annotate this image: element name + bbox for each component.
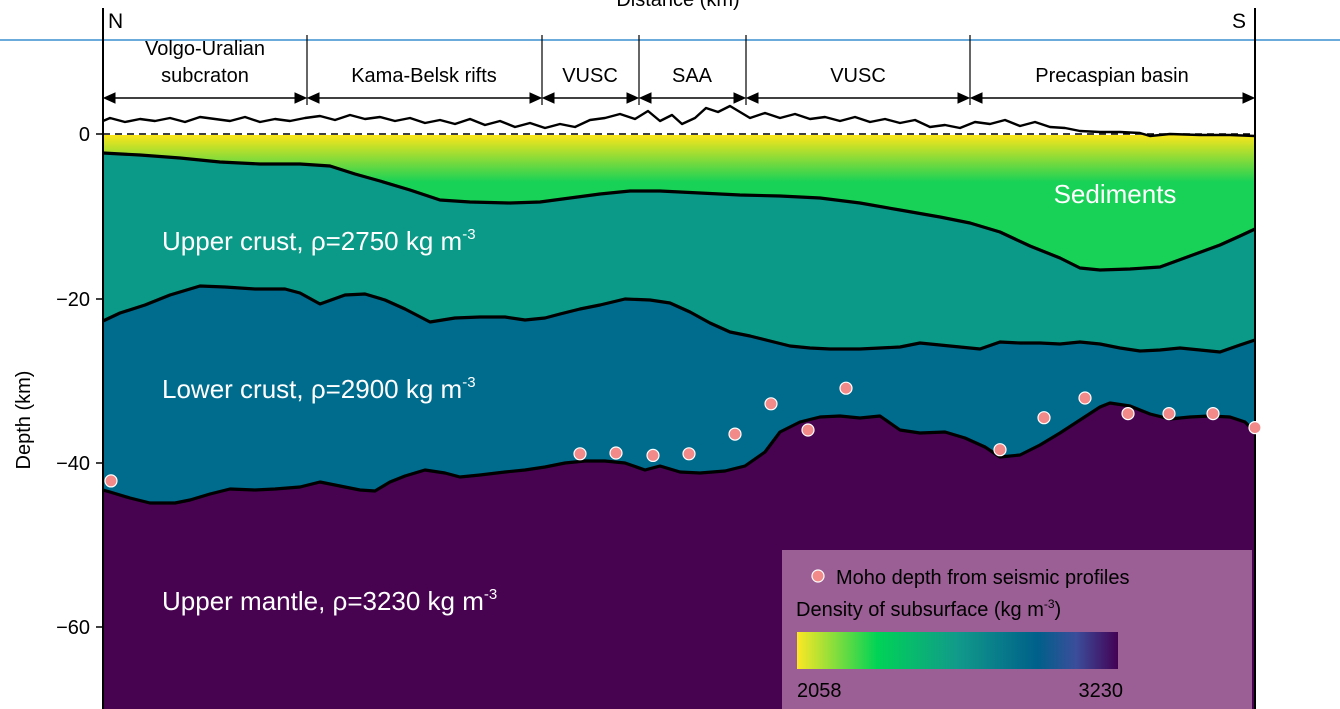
moho-seismic-point [728, 427, 742, 441]
region-label-kama-belsk: Kama-Belsk rifts [351, 65, 497, 87]
moho-seismic-point [682, 447, 696, 461]
region-brackets [102, 35, 1256, 105]
region-label-volgo-uralian-line2: subcraton [161, 65, 249, 87]
moho-seismic-point [839, 381, 853, 395]
arrowhead-left [306, 92, 320, 104]
legend-box [782, 550, 1252, 709]
colorbar-title-sup: -3 [1044, 597, 1055, 611]
lower-crust-label-sup: -3 [462, 374, 475, 391]
upper-mantle-label: Upper mantle, ρ=3230 kg m-3 [162, 586, 497, 616]
arrowhead-right [626, 92, 640, 104]
layer-boundaries [102, 151, 1257, 505]
y-axis: 0 −20 −40 −60 Depth (km) [13, 124, 103, 639]
lower-crust-label-text: Lower crust, ρ=2900 kg m [162, 374, 462, 404]
arrowhead-right [733, 92, 747, 104]
moho-seismic-point [1162, 407, 1176, 421]
y-axis-label: Depth (km) [13, 371, 35, 470]
moho-seismic-point [1206, 407, 1220, 421]
moho-seismic-point [1037, 411, 1051, 425]
y-tick-label: −20 [56, 289, 90, 311]
moho-seismic-point [646, 448, 660, 462]
arrowhead-right [294, 92, 308, 104]
legend-marker-label: Moho depth from seismic profiles [836, 567, 1129, 589]
topography-line [102, 104, 1256, 138]
colorbar-min-label: 2058 [797, 680, 842, 702]
sediments-label: Sediments [1054, 179, 1177, 209]
sediments-layer [103, 135, 1255, 270]
arrowhead-left [638, 92, 652, 104]
upper-mantle-label-sup: -3 [484, 586, 497, 603]
colorbar-title: Density of subsurface (kg m-3) [796, 597, 1061, 621]
moho-seismic-markers [104, 381, 1262, 488]
upper-crust-label-sup: -3 [462, 226, 475, 243]
moho-seismic-point [801, 423, 815, 437]
moho-seismic-point [573, 447, 587, 461]
region-label-volgo-uralian-line1: Volgo-Uralian [145, 38, 265, 60]
upper-crust-label: Upper crust, ρ=2750 kg m-3 [162, 226, 476, 256]
moho-seismic-point [1248, 421, 1262, 435]
region-label-precaspian: Precaspian basin [1035, 65, 1188, 87]
moho-seismic-point [1078, 391, 1092, 405]
lower-crust-label: Lower crust, ρ=2900 kg m-3 [162, 374, 476, 404]
north-label: N [108, 10, 123, 33]
arrowhead-right [529, 92, 543, 104]
moho-seismic-point [104, 474, 118, 488]
moho-boundary [102, 401, 1257, 505]
colorbar-title-end: ) [1055, 599, 1062, 621]
lower-crust-layer [103, 286, 1255, 503]
arrowhead-left [102, 92, 116, 104]
moho-seismic-point [1121, 407, 1135, 421]
colorbar-max-label: 3230 [1079, 680, 1124, 702]
moho-seismic-point [993, 443, 1007, 457]
south-label: S [1232, 10, 1246, 33]
x-axis-label: Distance (km) [616, 0, 739, 11]
y-tick-label: −60 [56, 617, 90, 639]
arrowhead-left [745, 92, 759, 104]
arrowhead-right [957, 92, 971, 104]
sediment-base-boundary [102, 151, 1256, 272]
y-tick-label: 0 [79, 124, 90, 146]
legend-moho-marker [811, 569, 825, 583]
upper-crust-label-text: Upper crust, ρ=2750 kg m [162, 226, 462, 256]
legend: Moho depth from seismic profiles Density… [782, 550, 1252, 709]
moho-seismic-point [609, 446, 623, 460]
region-label-saa: SAA [672, 65, 713, 87]
region-labels: Volgo-Uralian subcraton Kama-Belsk rifts… [145, 38, 1189, 87]
upper-mantle-label-text: Upper mantle, ρ=3230 kg m [162, 586, 484, 616]
density-colorbar [797, 632, 1118, 669]
arrowhead-left [541, 92, 555, 104]
arrowhead-left [969, 92, 983, 104]
region-label-vusc-1: VUSC [562, 65, 618, 87]
arrowhead-right [1242, 92, 1256, 104]
upper-lower-crust-boundary [102, 284, 1256, 354]
region-label-vusc-2: VUSC [830, 65, 886, 87]
moho-seismic-point [764, 397, 778, 411]
colorbar-title-text: Density of subsurface (kg m [796, 599, 1044, 621]
y-tick-label: −40 [56, 453, 90, 475]
